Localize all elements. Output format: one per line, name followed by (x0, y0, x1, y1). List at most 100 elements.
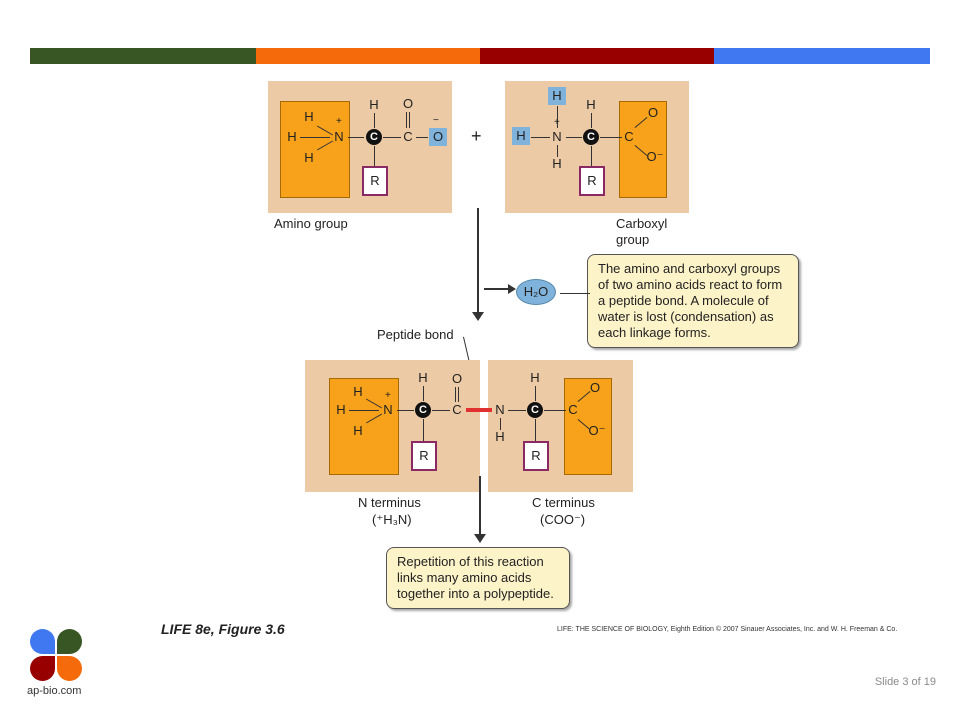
atom-o: O (589, 380, 601, 395)
carboxyl-group-label: Carboxyl group (616, 216, 668, 247)
r-group: R (579, 166, 605, 196)
n-terminus-highlight (329, 378, 399, 475)
atom-n: N (334, 129, 344, 144)
water-arrowhead (508, 284, 516, 294)
r-group: R (362, 166, 388, 196)
bond (423, 419, 424, 441)
amino-group-label: Amino group (274, 216, 348, 231)
logo-text: ap-bio.com (27, 685, 82, 697)
header-bar-blue (714, 48, 930, 64)
figure-label: LIFE 8e, Figure 3.6 (161, 621, 285, 637)
bond (409, 112, 410, 128)
atom-h: H (586, 97, 596, 112)
callout-pointer (560, 293, 590, 294)
logo-petal-orange (57, 656, 82, 681)
hydroxyl-oxygen-highlight: O (429, 128, 447, 146)
water-branch-arrow (484, 288, 510, 290)
repetition-arrowhead (474, 534, 486, 543)
atom-h: H (552, 156, 562, 171)
bond (406, 112, 407, 128)
n-terminus-label: N terminus (358, 495, 421, 510)
header-bar-orange (256, 48, 480, 64)
atom-h: H (353, 423, 363, 438)
plus-charge: + (554, 117, 560, 128)
bond (383, 137, 401, 138)
slide-number: Slide 3 of 19 (874, 676, 936, 688)
bond (374, 146, 375, 166)
bond (455, 387, 456, 402)
atom-o-minus: O⁻ (646, 149, 664, 164)
alpha-carbon: C (527, 402, 543, 418)
peptide-bond (466, 408, 492, 412)
atom-c: C (452, 402, 462, 417)
carboxyl-group-highlight (619, 101, 667, 198)
minus-charge: − (433, 115, 439, 126)
atom-h: H (418, 370, 428, 385)
atom-o-minus: O⁻ (588, 423, 606, 438)
plus-sign: + (471, 126, 482, 146)
condensation-callout: The amino and carboxyl groups of two ami… (587, 254, 799, 348)
alpha-carbon: C (583, 129, 599, 145)
logo-petal-blue (30, 629, 55, 654)
atom-h: H (369, 97, 379, 112)
atom-o: O (402, 96, 414, 111)
hydrogen-highlight: H (512, 127, 530, 145)
r-group: R (411, 441, 437, 471)
atom-c: C (403, 129, 413, 144)
amino-group-highlight (280, 101, 350, 198)
bond (591, 113, 592, 128)
atom-h: H (304, 109, 314, 124)
repetition-arrow (479, 476, 481, 536)
bond (374, 113, 375, 128)
atom-o: O (647, 105, 659, 120)
c-terminus-formula: (COO⁻) (540, 512, 586, 527)
plus-charge: + (385, 390, 391, 401)
bond (591, 146, 592, 166)
logo-petal-green (57, 629, 82, 654)
bond (535, 419, 536, 441)
bond (566, 137, 582, 138)
bond (423, 386, 424, 401)
c-terminus-label: C terminus (532, 495, 595, 510)
atom-c: C (568, 402, 578, 417)
credit-line: LIFE: THE SCIENCE OF BIOLOGY, Eighth Edi… (557, 626, 898, 633)
bond (300, 137, 330, 138)
alpha-carbon: C (415, 402, 431, 418)
bond (416, 137, 428, 138)
reaction-arrow (477, 208, 479, 314)
bond (531, 137, 550, 138)
atom-h: H (336, 402, 346, 417)
bond (349, 410, 379, 411)
bond (535, 386, 536, 401)
water-molecule: H₂O (516, 279, 556, 305)
bond (348, 137, 364, 138)
atom-h: H (304, 150, 314, 165)
bond (600, 137, 622, 138)
atom-n: N (383, 402, 393, 417)
bond (458, 387, 459, 402)
logo (30, 629, 82, 681)
r-group: R (523, 441, 549, 471)
header-bar-red (480, 48, 714, 64)
alpha-carbon: C (366, 129, 382, 145)
atom-h: H (530, 370, 540, 385)
atom-h: H (495, 429, 505, 444)
bond (500, 418, 501, 430)
hydrogen-highlight: H (548, 87, 566, 105)
atom-h: H (287, 129, 297, 144)
atom-n: N (552, 129, 562, 144)
logo-petal-red (30, 656, 55, 681)
n-terminus-formula: (⁺H₃N) (372, 512, 412, 527)
bond (397, 410, 414, 411)
atom-c: C (624, 129, 634, 144)
reaction-arrowhead (472, 312, 484, 321)
atom-n: N (495, 402, 505, 417)
bond (508, 410, 526, 411)
plus-charge: + (336, 116, 342, 127)
atom-h: H (353, 384, 363, 399)
header-bar-green (30, 48, 256, 64)
peptide-bond-label: Peptide bond (377, 327, 454, 342)
bond (432, 410, 450, 411)
bond (557, 145, 558, 157)
atom-o: O (451, 371, 463, 386)
